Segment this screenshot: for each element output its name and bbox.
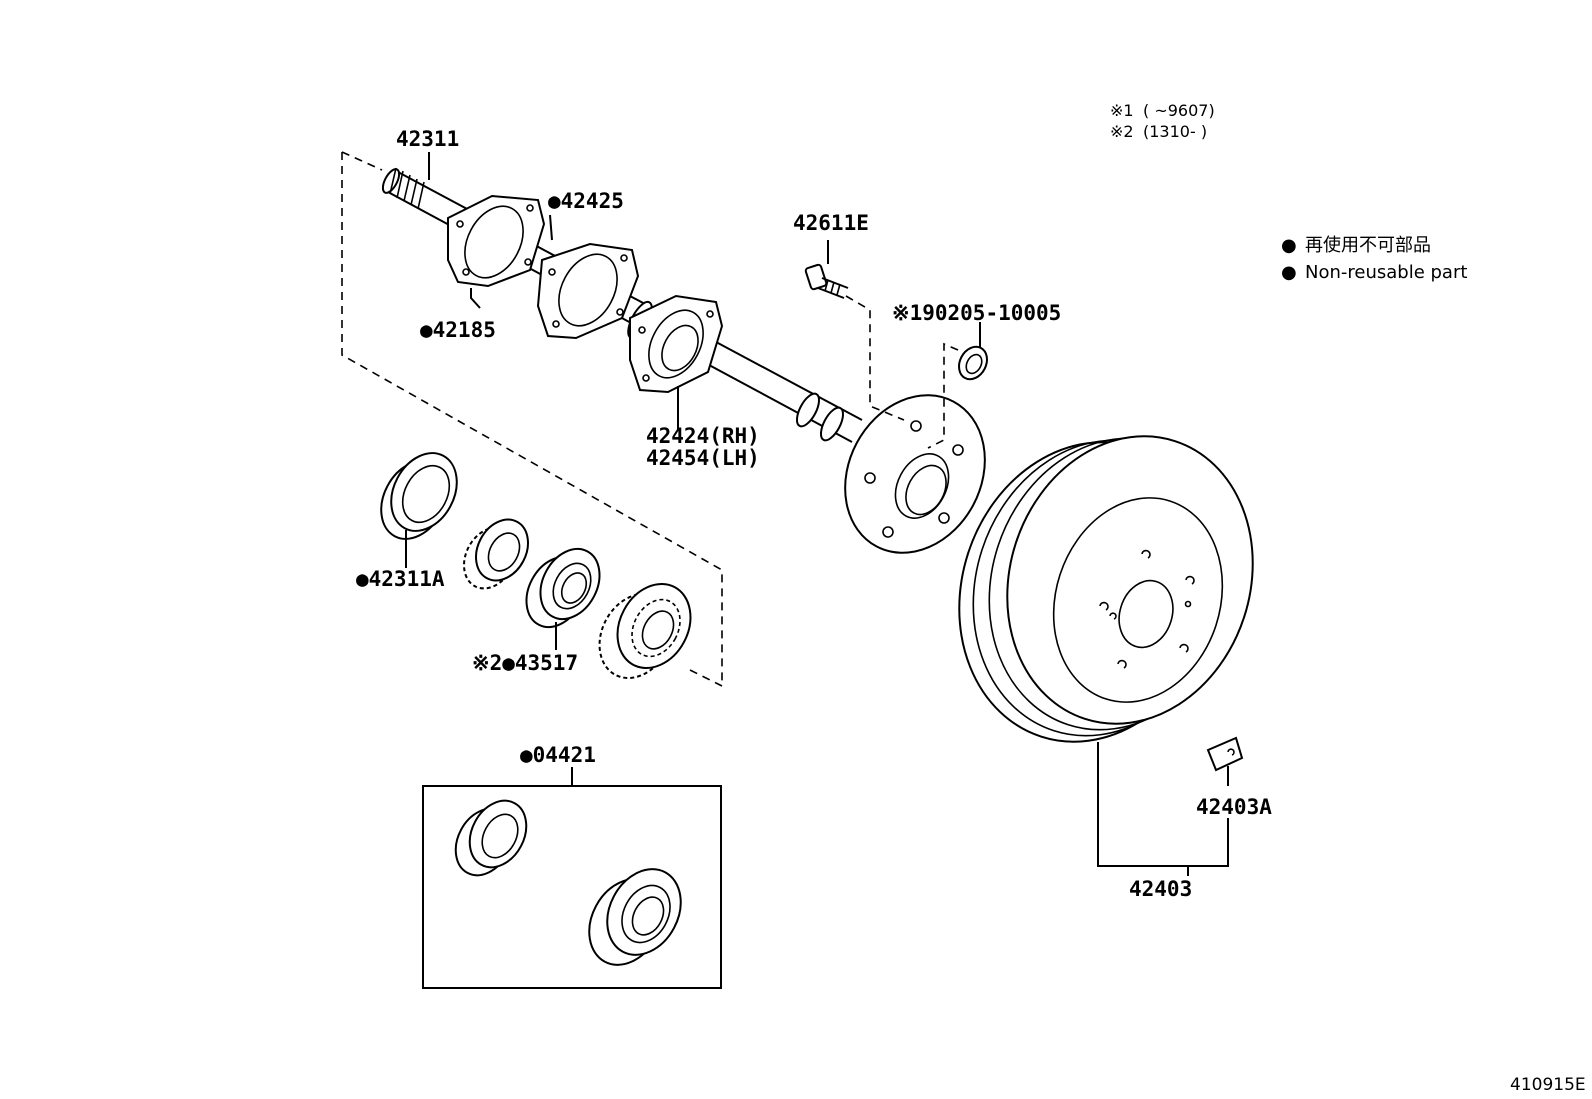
- label-43517: ※2●43517: [472, 651, 578, 675]
- dashed-leader-shaft: [341, 151, 383, 171]
- label-42311: 42311: [396, 127, 459, 151]
- label-04421: ●04421: [520, 743, 596, 767]
- label-42403A: 42403A: [1196, 795, 1272, 819]
- hub-flange: [844, 394, 986, 554]
- label-42611E: 42611E: [793, 211, 869, 235]
- retainer-ring: [463, 518, 529, 590]
- label-42311A: ●42311A: [356, 567, 445, 591]
- gasket-42185: [447, 194, 546, 288]
- label-42403: 42403: [1129, 877, 1192, 901]
- legend-bullet-en: ●: [1281, 262, 1297, 283]
- bearing-43517: [525, 547, 601, 629]
- dashed-leader-bearing: [689, 669, 723, 687]
- hub-nut: [958, 345, 988, 381]
- label-42454-lh: 42454(LH): [646, 446, 760, 470]
- label-42185: ●42185: [420, 318, 496, 342]
- note-2-range: (1310- ): [1143, 122, 1207, 141]
- note-1-mark: ※1: [1110, 101, 1134, 120]
- brake-drum: [958, 435, 1254, 743]
- note-1-range: ( ~9607): [1143, 101, 1215, 120]
- kit-seal: [454, 799, 528, 877]
- kit-bearing: [588, 868, 682, 966]
- legend-text-en: Non-reusable part: [1305, 262, 1467, 283]
- bolt-dashed-leader: [845, 295, 905, 421]
- plate-42424-42454: [629, 294, 724, 394]
- retainer-42425: [536, 242, 640, 340]
- bearing-dashed: [598, 582, 692, 680]
- label-90205-10005: ※190205-10005: [892, 301, 1061, 325]
- legend-text-jp: 再使用不可部品: [1305, 235, 1431, 256]
- nut-dashed-leader: [927, 342, 959, 449]
- figure-id: 410915E: [1510, 1075, 1586, 1095]
- group-dashed-outline: [341, 152, 723, 686]
- hole-plug: [1206, 736, 1244, 772]
- oil-seal: [380, 452, 458, 540]
- label-42424-rh: 42424(RH): [646, 424, 760, 448]
- legend-bullet-jp: ●: [1281, 235, 1297, 256]
- leader-lines: [405, 152, 1229, 876]
- label-42425: ●42425: [548, 189, 624, 213]
- note-2-mark: ※2: [1110, 122, 1134, 141]
- hub-bolt: [804, 263, 849, 299]
